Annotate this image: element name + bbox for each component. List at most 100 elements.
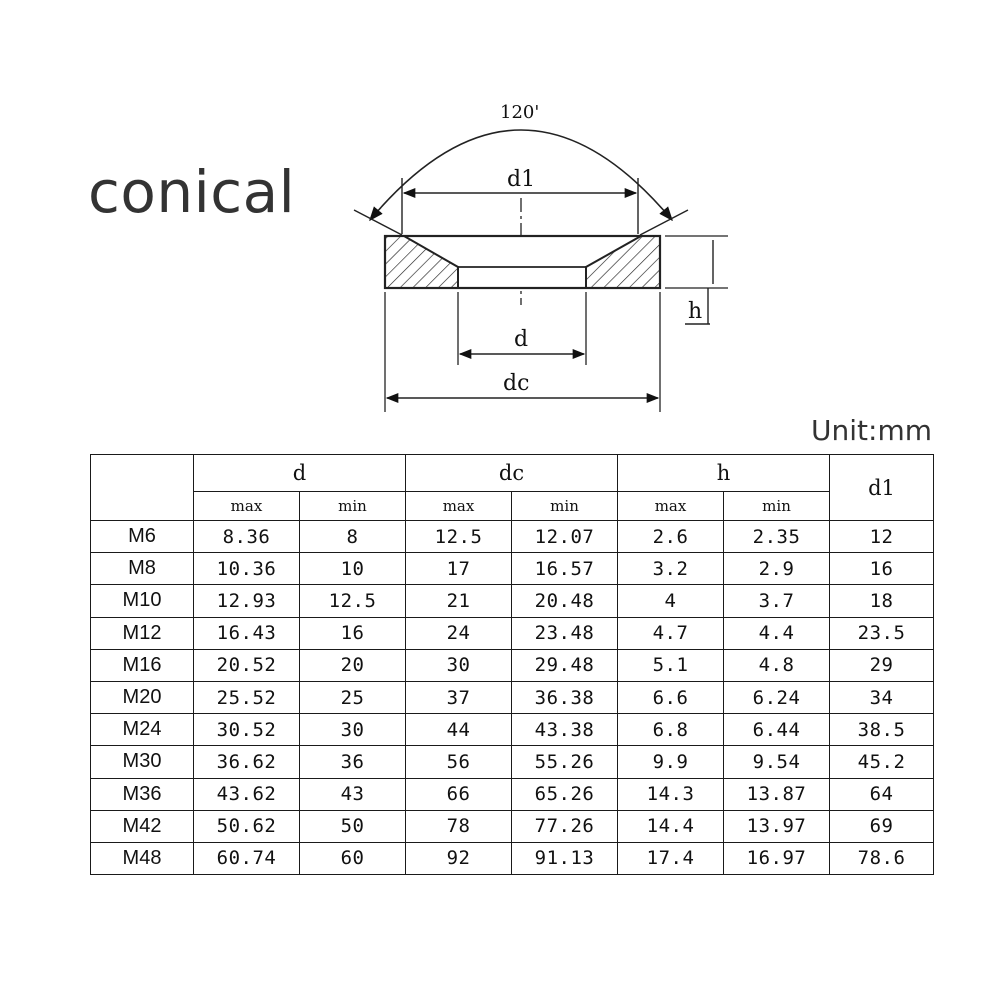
h-max-cell: 4.7 — [617, 616, 725, 650]
sub-header-max: max — [405, 491, 513, 521]
dc-max-cell: 12.5 — [405, 519, 513, 554]
d-max-cell: 30.52 — [193, 713, 300, 747]
dc-min-cell: 16.57 — [511, 552, 619, 586]
d-min-cell: 8 — [298, 519, 407, 554]
d1-cell: 78.6 — [829, 841, 935, 876]
angle-arc — [369, 129, 673, 222]
dc-min-cell: 43.38 — [511, 713, 619, 747]
group-header-h: h — [617, 454, 831, 492]
dc-min-cell: 36.38 — [511, 680, 619, 715]
d1-label: d1 — [507, 167, 535, 192]
h-max-cell: 14.4 — [617, 809, 725, 843]
h-min-cell: 13.87 — [723, 777, 831, 811]
dc-min-cell: 12.07 — [511, 519, 619, 554]
h-min-cell: 6.44 — [723, 713, 831, 747]
h-max-cell: 3.2 — [617, 552, 725, 586]
dc-max-cell: 44 — [405, 713, 513, 747]
size-cell: M8 — [90, 552, 194, 586]
h-min-cell: 6.24 — [723, 680, 831, 715]
size-cell: M16 — [90, 648, 194, 682]
washer-drawing: 120' d1 h d dc — [353, 102, 728, 412]
dc-min-cell: 23.48 — [511, 616, 619, 650]
d-max-cell: 36.62 — [193, 745, 300, 779]
d-min-cell: 25 — [298, 680, 407, 715]
dc-max-cell: 92 — [405, 841, 513, 876]
h-max-cell: 17.4 — [617, 841, 725, 876]
h-min-cell: 9.54 — [723, 745, 831, 779]
dc-min-cell: 55.26 — [511, 745, 619, 779]
d1-cell: 45.2 — [829, 745, 935, 779]
dc-min-cell: 77.26 — [511, 809, 619, 843]
dc-max-cell: 37 — [405, 680, 513, 715]
size-cell: M36 — [90, 777, 194, 811]
dc-min-cell: 65.26 — [511, 777, 619, 811]
size-cell: M12 — [90, 616, 194, 650]
h-max-cell: 14.3 — [617, 777, 725, 811]
d-max-cell: 10.36 — [193, 552, 300, 586]
d-min-cell: 10 — [298, 552, 407, 586]
d1-cell: 12 — [829, 519, 935, 554]
dc-label: dc — [503, 371, 529, 396]
dc-min-cell: 91.13 — [511, 841, 619, 876]
h-min-cell: 13.97 — [723, 809, 831, 843]
dc-max-cell: 17 — [405, 552, 513, 586]
dc-max-cell: 21 — [405, 584, 513, 618]
d1-cell: 18 — [829, 584, 935, 618]
page-title: conical — [88, 158, 296, 226]
d-max-cell: 20.52 — [193, 648, 300, 682]
h-min-cell: 4.8 — [723, 648, 831, 682]
d1-cell: 64 — [829, 777, 935, 811]
d1-cell: 16 — [829, 552, 935, 586]
unit-label: Unit:mm — [811, 414, 932, 447]
dc-max-cell: 24 — [405, 616, 513, 650]
dc-max-cell: 30 — [405, 648, 513, 682]
d-max-cell: 12.93 — [193, 584, 300, 618]
header-row-minmax: max min max min max min — [91, 491, 934, 521]
h-min-cell: 3.7 — [723, 584, 831, 618]
d-max-cell: 50.62 — [193, 809, 300, 843]
size-header — [90, 454, 194, 521]
d1-cell: 29 — [829, 648, 935, 682]
size-cell: M48 — [90, 841, 194, 876]
h-min-cell: 16.97 — [723, 841, 831, 876]
h-max-cell: 6.8 — [617, 713, 725, 747]
h-max-cell: 4 — [617, 584, 725, 618]
washer-section-right — [585, 235, 661, 289]
size-cell: M6 — [90, 519, 194, 554]
header-d1: d1 — [829, 454, 935, 521]
d-min-cell: 12.5 — [298, 584, 407, 618]
d1-cell: 69 — [829, 809, 935, 843]
d-min-cell: 16 — [298, 616, 407, 650]
d1-cell: 34 — [829, 680, 935, 715]
angle-extension-right — [639, 209, 689, 236]
sub-header-min: min — [298, 491, 407, 521]
sub-header-min: min — [511, 491, 619, 521]
d-label: d — [514, 327, 528, 352]
d-min-cell: 60 — [298, 841, 407, 876]
h-max-cell: 2.6 — [617, 519, 725, 554]
size-cell: M42 — [90, 809, 194, 843]
sub-header-max: max — [617, 491, 725, 521]
size-cell: M20 — [90, 680, 194, 715]
d-max-cell: 16.43 — [193, 616, 300, 650]
group-header-dc: dc — [405, 454, 619, 492]
dc-max-cell: 56 — [405, 745, 513, 779]
d-min-cell: 43 — [298, 777, 407, 811]
group-header-d: d — [192, 454, 407, 492]
d-max-cell: 25.52 — [193, 680, 300, 715]
d-max-cell: 8.36 — [193, 519, 300, 554]
h-label: h — [688, 299, 702, 324]
size-cell: M30 — [90, 745, 194, 779]
washer-section-left — [384, 235, 459, 289]
dc-min-cell: 29.48 — [511, 648, 619, 682]
d-max-cell: 60.74 — [193, 841, 300, 876]
d1-cell: 23.5 — [829, 616, 935, 650]
